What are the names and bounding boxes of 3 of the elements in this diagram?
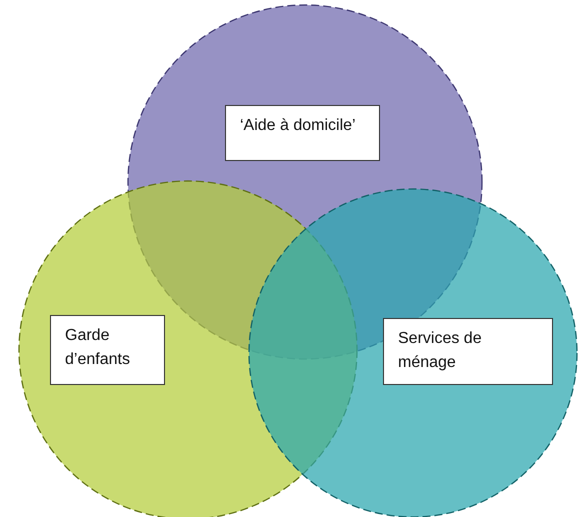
category-label: Services de ménage (383, 318, 553, 385)
category-label: Garde d’enfants (50, 315, 165, 385)
category-label: ‘Aide à domicile’ (225, 105, 380, 161)
